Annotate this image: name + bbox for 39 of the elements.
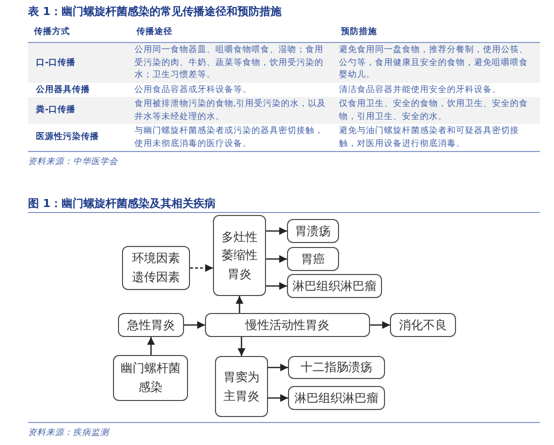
process-box: 幽门螺杆菌感染	[113, 355, 188, 401]
source-note: 资料来源：疾病监测	[28, 427, 109, 439]
process-box: 胃癌	[287, 247, 339, 271]
table-title: 表 1：幽门螺旋杆菌感染的常见传播途径和预防措施	[28, 4, 282, 19]
row-header: 粪-口传播	[28, 97, 130, 124]
process-box: 环境因素遗传因素	[122, 246, 190, 290]
process-box: 淋巴组织淋巴瘤	[288, 386, 385, 410]
figure-title: 图 1：幽门螺旋杆菌感染及其相关疾病	[28, 196, 216, 211]
arrow	[147, 337, 155, 355]
row-header: 医源性污染传播	[28, 124, 130, 152]
arrow	[238, 337, 246, 356]
arrow	[268, 394, 288, 402]
arrow	[266, 227, 287, 235]
arrow	[268, 364, 288, 372]
process-box: 胃溃疡	[287, 219, 339, 243]
table-cell: 公用食品容器或牙科设备等。	[130, 82, 336, 98]
dashed-arrow	[190, 264, 213, 272]
row-header: 口-口传播	[28, 42, 130, 83]
process-box: 急性胃炎	[118, 313, 184, 337]
table-cell: 仅食用卫生、安全的食物，饮用卫生、安全的食物，引用卫生、安全的水。	[335, 97, 540, 124]
table-cell: 公用同一食物器皿、咀嚼食物喂食、湿吻；食用受污染的肉、牛奶、蔬菜等食物，饮用受污染的水；卫生习惯差等。	[130, 42, 336, 83]
row-header: 公用器具传播	[28, 82, 130, 98]
table-cell: 避免与油门螺旋杆菌感染者和可疑器具密切接触，对医用设备进行彻底消毒。	[335, 124, 540, 152]
arrow	[266, 255, 287, 263]
table-cell: 食用被排泄物污染的食物,引用受污染的水，以及井水等未经处理的水。	[130, 97, 336, 124]
process-box: 淋巴组织淋巴瘤	[287, 274, 382, 298]
table-cell: 清洁食品容器并能使用安全的牙科设备。	[335, 82, 540, 98]
process-box: 消化不良	[390, 313, 456, 337]
arrow	[184, 321, 205, 329]
source-note: 资料来源：中华医学会	[28, 156, 118, 168]
table-cell: 与幽门螺旋杆菌感染者或污染的器具密切接触，使用未彻底消毒的医疗设备。	[130, 124, 336, 152]
process-box: 多灶性萎缩性胃炎	[213, 215, 266, 296]
arrow	[266, 282, 287, 290]
process-box: 十二指肠溃疡	[288, 356, 385, 379]
arrow	[370, 321, 390, 329]
process-box: 胃窦为主胃炎	[215, 356, 268, 417]
process-box: 慢性活动性胃炎	[205, 313, 370, 337]
arrow	[236, 296, 244, 313]
table-cell: 避免食用同一盘食物，推荐分餐制，使用公筷、公勺等，食用健康且安全的食物，避免咀嚼喂食婴幼儿。	[335, 42, 540, 83]
